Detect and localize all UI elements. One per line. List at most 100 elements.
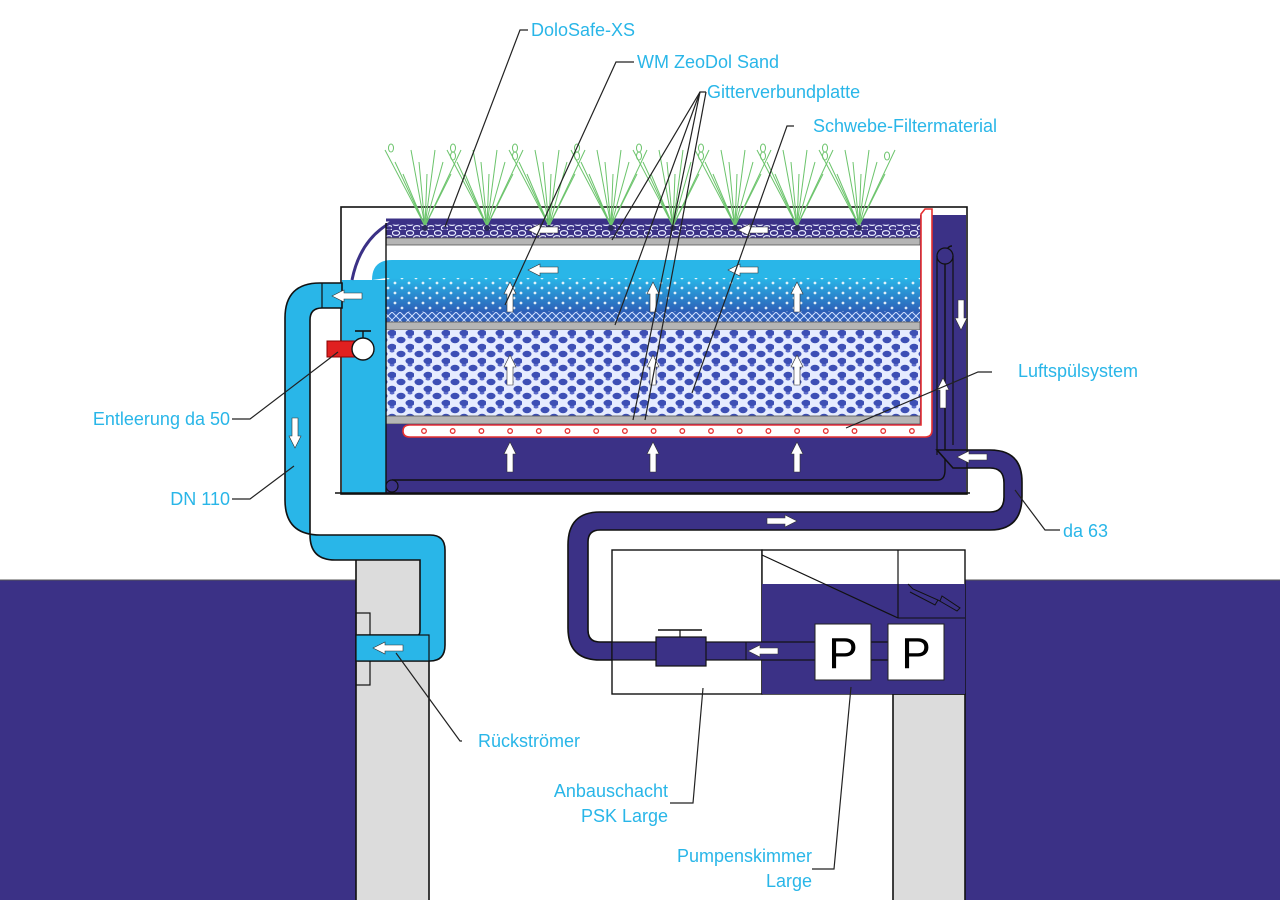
leader-dolosafe [444, 29, 528, 228]
plant-blade [424, 149, 436, 227]
flow-arrow-left [527, 223, 559, 237]
plant-blade [486, 161, 506, 227]
plant-bud [388, 143, 394, 153]
flow-arrow-left [372, 641, 404, 655]
drain-valve-body [351, 337, 375, 361]
plant-blade [844, 149, 860, 227]
plant-root [422, 225, 428, 231]
plant-blade [734, 161, 754, 227]
plant-root [732, 225, 738, 231]
label-anbau-2: PSK Large [581, 806, 668, 826]
dolosafe-layer [386, 223, 920, 238]
leader-gitter-2 [614, 91, 701, 326]
dn110-pipe [284, 282, 446, 662]
bottom-pipe-end [385, 479, 399, 493]
plant-blade [672, 173, 676, 227]
air-nozzle [851, 428, 858, 434]
flow-arrow-down [288, 417, 302, 449]
flow-arrows [288, 223, 988, 658]
pump-symbol: P [828, 629, 857, 678]
labels: DoloSafe-XS WM ZeoDol Sand Gitterverbund… [93, 20, 1138, 891]
pond-water-left [0, 580, 358, 900]
plant-blade [858, 149, 870, 227]
plant-bud [822, 143, 828, 153]
air-nozzle [794, 428, 801, 434]
plant-blade [542, 161, 550, 227]
plant-blade [796, 149, 834, 227]
plant-blade [424, 173, 428, 227]
plant-blade [774, 173, 798, 227]
air-nozzle [535, 428, 542, 434]
anbauschacht [611, 549, 763, 695]
air-nozzle [822, 428, 829, 434]
plant-blade [734, 149, 746, 227]
label-dn110: DN 110 [170, 489, 230, 509]
plant-blade [756, 149, 798, 227]
plant-blade [548, 149, 586, 227]
flow-arrow-up [790, 441, 804, 473]
label-dolosafe: DoloSafe-XS [531, 20, 635, 40]
plant-blade [796, 149, 808, 227]
plant-blade [666, 161, 674, 227]
plant-bud [574, 143, 580, 153]
flow-arrow-down [954, 299, 968, 331]
plant-blade [424, 149, 462, 227]
pump-1: P [814, 623, 872, 681]
air-nozzle [421, 428, 427, 434]
flow-arrow-left [727, 263, 759, 277]
plant-bud [884, 151, 890, 161]
leader-gitter-4 [644, 91, 707, 421]
plant-blade [472, 149, 488, 227]
plant-blade [796, 173, 800, 227]
air-line-riser [402, 208, 933, 438]
leader-da63 [1014, 489, 1060, 531]
plant-blade [480, 161, 488, 227]
air-nozzle [449, 428, 456, 434]
plant-blade [734, 173, 738, 227]
air-nozzle [708, 428, 714, 434]
plant-blade [632, 149, 674, 227]
plant-bud [636, 143, 642, 153]
plant-blade [418, 161, 426, 227]
air-nozzle [621, 428, 628, 434]
leader-schwebe [691, 125, 794, 394]
plant-blade [610, 161, 630, 227]
plant-root [856, 225, 862, 231]
leader-gitter-3 [632, 91, 701, 421]
label-schwebe: Schwebe-Filtermaterial [813, 116, 997, 136]
plant-bud [698, 143, 704, 153]
mesh-strip [386, 312, 920, 322]
plant-blade [790, 161, 798, 227]
plant-blade [610, 149, 622, 227]
plant-blade [402, 173, 426, 227]
leader-anbau [670, 687, 704, 804]
air-nozzle [765, 428, 772, 434]
plant-bud [760, 143, 766, 153]
plant-icon [694, 143, 772, 231]
plant-blade [818, 149, 860, 227]
flow-arrow-up [646, 441, 660, 473]
label-anbau-1: Anbauschacht [554, 781, 668, 801]
leader-lines [232, 29, 1060, 870]
label-luft: Luftspülsystem [1018, 361, 1138, 381]
plant-blade [836, 173, 860, 227]
label-pump-1: Pumpenskimmer [677, 846, 812, 866]
plant-blade [610, 173, 614, 227]
flow-arrow-up [503, 354, 517, 386]
plant-blade [858, 149, 896, 227]
plant-bud [450, 143, 456, 153]
leader-rueck [395, 652, 462, 742]
grid-plate-top [385, 237, 921, 246]
plant-blade [508, 149, 550, 227]
grid-plate-bottom [385, 415, 921, 425]
plant-blade [672, 161, 692, 227]
leader-zeodol [504, 61, 634, 306]
air-nozzle [478, 428, 485, 434]
flow-arrow-up [503, 281, 517, 313]
plant-blade [548, 149, 560, 227]
plant-blade [464, 173, 488, 227]
clean-water-top [372, 260, 920, 280]
flow-arrow-up [790, 281, 804, 313]
label-entleerung: Entleerung da 50 [93, 409, 230, 429]
plant-blade [588, 173, 612, 227]
